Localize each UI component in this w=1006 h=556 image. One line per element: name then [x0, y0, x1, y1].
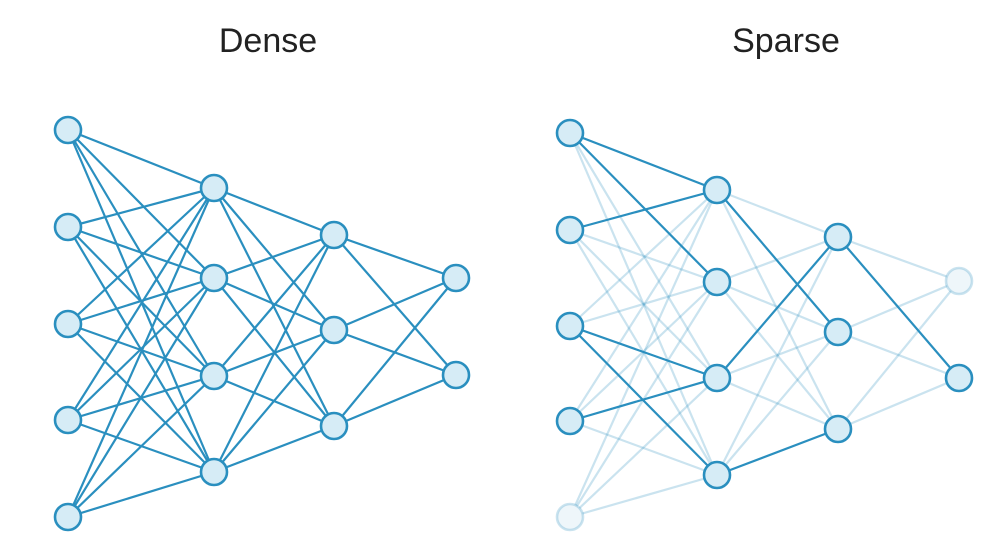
dense-edge-l1-n2-to-n0 [213, 234, 335, 377]
sparse-edge-l0-n0-to-n0 [569, 131, 718, 192]
sparse-edges [568, 131, 960, 519]
sparse-edge-l0-n4-to-n3 [569, 473, 718, 519]
dense-edge-l2-n1-to-n0 [333, 276, 457, 332]
dense-node-layer1-3 [199, 457, 229, 487]
dense-edge-l0-n1-to-n0 [67, 186, 215, 229]
dense-node-layer0-1 [53, 212, 83, 242]
sparse-node-layer1-2 [702, 363, 732, 393]
sparse-edge-l0-n2-to-n2 [569, 324, 718, 380]
sparse-node-layer2-2 [823, 414, 853, 444]
sparse-edge-l0-n3-to-n2 [569, 376, 718, 423]
sparse-edge-l1-n0-to-n2 [716, 189, 839, 430]
dense-edge-l0-n4-to-n1 [67, 277, 215, 518]
sparse-nodes [555, 118, 974, 532]
sparse-node-layer3-0 [944, 266, 974, 296]
dense-node-layer0-4 [53, 502, 83, 532]
dense-node-layer2-0 [319, 220, 349, 250]
sparse-edge-l0-n3-to-n0 [569, 189, 718, 422]
sparse-edge-l0-n2-to-n0 [569, 189, 718, 327]
sparse-node-layer1-3 [702, 460, 732, 490]
dense-edge-l0-n0-to-n1 [67, 129, 215, 279]
dense-node-layer2-2 [319, 411, 349, 441]
dense-node-layer2-1 [319, 315, 349, 345]
sparse-edge-l0-n4-to-n2 [569, 377, 718, 518]
dense-edge-l0-n0-to-n0 [67, 128, 215, 190]
dense-edge-l1-n3-to-n2 [213, 424, 335, 474]
sparse-node-layer2-1 [823, 317, 853, 347]
dense-edge-l0-n2-to-n0 [67, 187, 215, 325]
sparse-edge-l0-n3-to-n3 [569, 419, 718, 477]
sparse-edge-l1-n2-to-n2 [716, 376, 839, 431]
dense-edge-l0-n1-to-n1 [67, 225, 215, 280]
dense-node-layer0-0 [53, 115, 83, 145]
sparse-edge-l0-n4-to-n0 [568, 189, 719, 518]
dense-edge-l1-n3-to-n1 [213, 329, 335, 473]
sparse-edge-l1-n2-to-n1 [716, 330, 839, 380]
sparse-node-layer0-0 [555, 118, 585, 148]
sparse-edge-l1-n2-to-n0 [716, 236, 839, 379]
dense-edge-l1-n3-to-n0 [213, 234, 335, 473]
sparse-edge-l0-n0-to-n1 [569, 132, 718, 283]
sparse-edge-l1-n3-to-n0 [716, 236, 839, 476]
dense-edge-l0-n4-to-n0 [66, 187, 216, 518]
sparse-edge-l2-n2-to-n0 [837, 280, 960, 430]
dense-edge-l2-n0-to-n0 [333, 233, 457, 280]
sparse-edge-l0-n1-to-n0 [569, 188, 718, 232]
dense-edge-l0-n4-to-n2 [67, 375, 215, 518]
dense-edges [66, 128, 457, 519]
sparse-node-layer3-1 [944, 363, 974, 393]
sparse-node-layer0-4 [555, 502, 585, 532]
sparse-node-layer0-1 [555, 215, 585, 245]
dense-edge-l2-n2-to-n1 [333, 373, 457, 428]
dense-edge-l1-n1-to-n0 [213, 233, 335, 280]
dense-edge-l0-n3-to-n0 [67, 187, 215, 421]
dense-node-layer1-0 [199, 173, 229, 203]
dense-edge-l1-n0-to-n1 [213, 187, 335, 331]
dense-node-layer0-2 [53, 309, 83, 339]
sparse-edge-l1-n1-to-n0 [716, 235, 839, 284]
dense-node-layer3-1 [441, 360, 471, 390]
sparse-edge-l2-n0-to-n1 [837, 236, 960, 379]
dense-edge-l1-n0-to-n0 [213, 186, 335, 237]
dense-edge-l0-n2-to-n1 [67, 276, 215, 326]
sparse-edge-l0-n2-to-n1 [569, 280, 718, 328]
dense-node-layer3-0 [441, 263, 471, 293]
sparse-edge-l2-n1-to-n0 [837, 279, 960, 334]
dense-node-layer1-2 [199, 361, 229, 391]
sparse-edge-l2-n1-to-n1 [837, 330, 960, 380]
sparse-title: Sparse [732, 22, 840, 60]
sparse-edge-l0-n0-to-n3 [568, 132, 719, 476]
sparse-edge-l0-n3-to-n1 [569, 281, 718, 422]
sparse-edge-l1-n0-to-n1 [716, 189, 839, 333]
dense-nodes [53, 115, 471, 532]
sparse-node-layer1-0 [702, 175, 732, 205]
sparse-edge-l2-n2-to-n1 [837, 376, 960, 431]
dense-node-layer1-1 [199, 263, 229, 293]
sparse-node-layer0-2 [555, 311, 585, 341]
dense-edge-l2-n2-to-n0 [333, 277, 457, 427]
sparse-edge-l0-n0-to-n2 [569, 132, 718, 379]
dense-title: Dense [218, 22, 318, 60]
sparse-edge-l0-n1-to-n1 [569, 228, 718, 284]
sparse-edge-l1-n3-to-n2 [716, 427, 839, 477]
sparse-edge-l0-n1-to-n2 [569, 229, 718, 379]
dense-node-layer0-3 [53, 405, 83, 435]
sparse-node-layer1-1 [702, 267, 732, 297]
dense-edge-l0-n3-to-n1 [67, 277, 215, 421]
dense-edge-l0-n4-to-n3 [67, 470, 215, 519]
sparse-node-layer2-0 [823, 222, 853, 252]
sparse-edge-l0-n4-to-n1 [569, 281, 718, 518]
sparse-edge-l1-n1-to-n2 [716, 281, 839, 430]
sparse-edge-l1-n3-to-n1 [716, 331, 839, 476]
sparse-edge-l2-n0-to-n0 [837, 235, 960, 283]
sparse-node-layer0-3 [555, 406, 585, 436]
sparse-edge-l1-n0-to-n0 [716, 188, 839, 239]
